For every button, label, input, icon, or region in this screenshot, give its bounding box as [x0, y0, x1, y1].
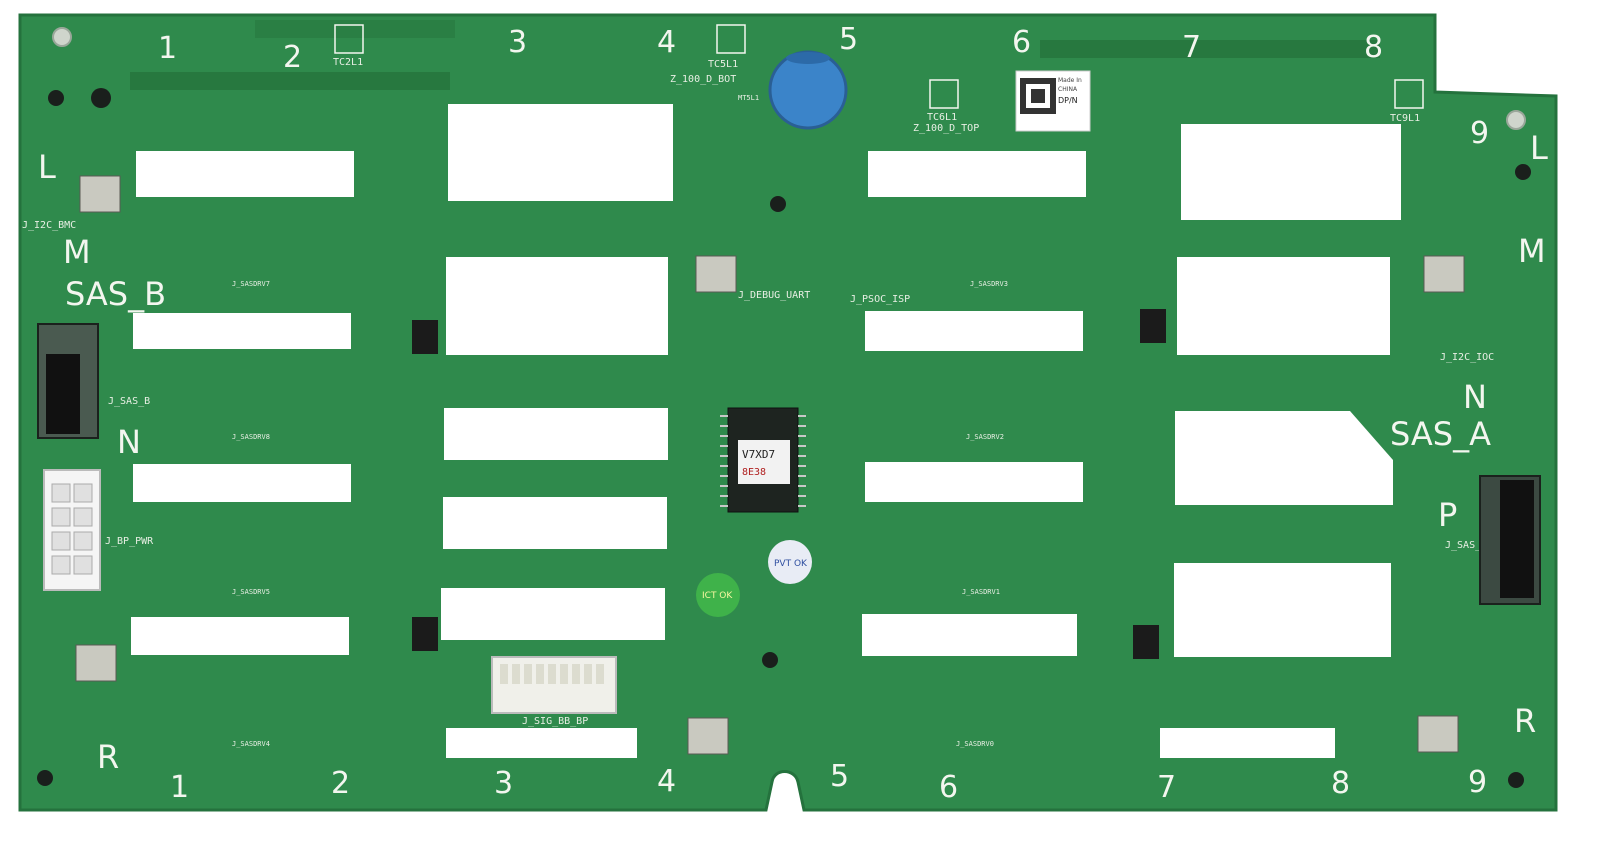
sas-a-label: SAS_A — [1390, 415, 1491, 453]
bay-number: 9 — [1470, 116, 1489, 151]
svg-text:J_SASDRV3: J_SASDRV3 — [970, 280, 1008, 288]
j-bp-pwr-label: J_BP_PWR — [105, 536, 154, 547]
row-letter: P — [1438, 496, 1457, 534]
blue-capacitor — [768, 50, 848, 130]
row-letter: L — [38, 148, 56, 186]
trace-band — [1040, 40, 1380, 58]
svg-text:V7XD7: V7XD7 — [742, 448, 775, 461]
j-sas-a-label: J_SAS_A — [1445, 540, 1487, 551]
bay-number: 5 — [830, 759, 849, 794]
bay-number: 2 — [331, 766, 350, 801]
row-letter: R — [1514, 702, 1536, 740]
row-letter: M — [1518, 232, 1546, 270]
tc6l1-label: TC6L1 — [927, 112, 957, 123]
sas-a-connector — [1479, 475, 1541, 605]
barcode-sticker: Made In CHINA DP/N — [1015, 70, 1091, 132]
svg-text:J_SASDRV0: J_SASDRV0 — [956, 740, 994, 748]
svg-text:DP/N: DP/N — [1058, 96, 1078, 105]
trace-band — [255, 20, 455, 38]
svg-text:PVT OK: PVT OK — [774, 559, 808, 569]
j-i2c-bmc-label: J_I2C_BMC — [22, 220, 76, 231]
tantalum-caps — [412, 309, 1166, 659]
tc2l1-label: TC2L1 — [333, 57, 363, 68]
bay-number: 4 — [657, 25, 676, 60]
tc9l1-label: TC9L1 — [1390, 113, 1420, 124]
row-letter: L — [1530, 129, 1548, 167]
svg-text:8E38: 8E38 — [742, 467, 766, 478]
z100-bot-label: Z_100_D_BOT — [670, 74, 736, 85]
j-i2c-ioc-label: J_I2C_IOC — [1440, 352, 1494, 363]
bay-number: 7 — [1157, 770, 1176, 805]
svg-text:J_SASDRV4: J_SASDRV4 — [232, 740, 270, 748]
mounting-holes — [52, 27, 1526, 130]
sasdrv-labels: J_SASDRV7 J_SASDRV8 J_SASDRV5 J_SASDRV4 … — [232, 280, 1008, 748]
bay-number: 6 — [1012, 25, 1031, 60]
drive-slot-parts — [75, 175, 1465, 755]
sig-connector — [491, 656, 617, 714]
svg-text:J_SASDRV8: J_SASDRV8 — [232, 433, 270, 441]
bay-number: 7 — [1182, 30, 1201, 65]
j-sas-b-label: J_SAS_B — [108, 396, 150, 407]
sas-b-label: SAS_B — [65, 275, 166, 313]
svg-text:J_SASDRV7: J_SASDRV7 — [232, 280, 270, 288]
svg-text:J_SASDRV1: J_SASDRV1 — [962, 588, 1000, 596]
z100-top-label: Z_100_D_TOP — [913, 123, 979, 134]
bay-number: 8 — [1331, 766, 1350, 801]
bay-number: 6 — [939, 770, 958, 805]
row-letter: M — [63, 233, 91, 271]
svg-text:CHINA: CHINA — [1058, 86, 1078, 93]
bay-number: 4 — [657, 764, 676, 799]
row-letter: N — [1463, 378, 1487, 416]
bay-number: 9 — [1468, 765, 1487, 800]
top-bay-numbers: 1 2 3 4 5 6 7 8 9 — [158, 22, 1489, 151]
bay-number: 2 — [283, 40, 302, 75]
j-psoc-isp-label: J_PSOC_ISP — [850, 294, 910, 305]
j-debug-uart-label: J_DEBUG_UART — [738, 290, 810, 301]
svg-text:ICT OK: ICT OK — [702, 591, 733, 601]
tc5l1-label: TC5L1 — [708, 59, 738, 70]
bay-number: 1 — [158, 31, 177, 66]
pvt-sticker: PVT OK — [768, 540, 812, 584]
bottom-bay-numbers: 1 2 3 4 5 6 7 8 9 — [170, 759, 1487, 805]
controller-chip: V7XD7 8E38 — [720, 407, 806, 513]
bay-number: 3 — [494, 766, 513, 801]
ict-sticker: ICT OK — [696, 573, 740, 617]
cutouts — [131, 104, 1401, 758]
trace-band — [130, 72, 450, 90]
svg-text:J_SASDRV2: J_SASDRV2 — [966, 433, 1004, 441]
power-connector — [43, 469, 101, 591]
sas-b-connector — [37, 323, 99, 439]
test-pads — [334, 24, 1424, 109]
row-letter: R — [97, 738, 119, 776]
svg-text:J_SASDRV5: J_SASDRV5 — [232, 588, 270, 596]
row-letters: L L M M N N P R R — [38, 129, 1548, 776]
row-letter: N — [117, 423, 141, 461]
bay-number: 5 — [839, 22, 858, 57]
connector-labels: J_I2C_BMC J_I2C_IOC J_SAS_B J_SAS_A J_BP… — [22, 57, 1494, 727]
bay-number: 3 — [508, 25, 527, 60]
mt5l1-label: MT5L1 — [738, 94, 759, 102]
standoffs — [37, 88, 1531, 788]
bay-number: 8 — [1364, 30, 1383, 65]
j-sig-bb-bp-label: J_SIG_BB_BP — [522, 716, 588, 727]
svg-text:Made In: Made In — [1058, 77, 1082, 84]
bay-number: 1 — [170, 770, 189, 805]
